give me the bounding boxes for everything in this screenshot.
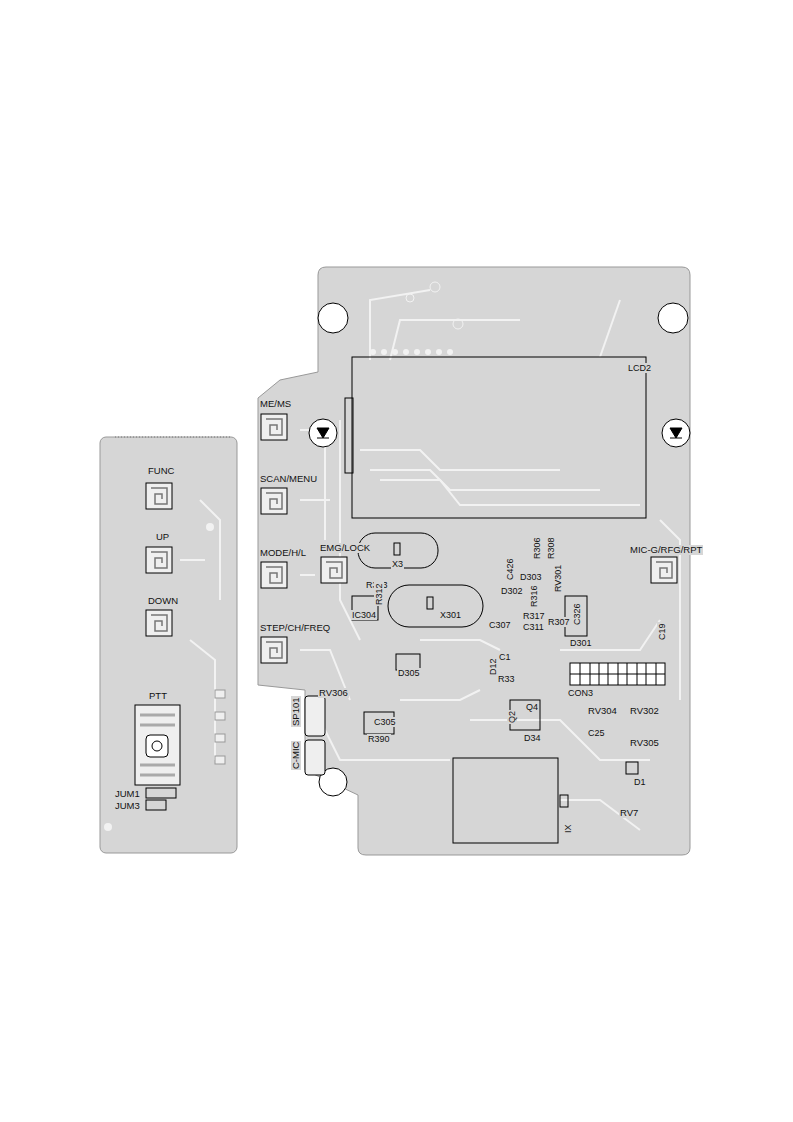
component-label: SCAN/MENU (259, 474, 318, 484)
component-label: C25 (587, 728, 606, 738)
component-label: C326 (572, 602, 582, 626)
component-label: ME/MS (259, 399, 292, 409)
component-label: C426 (505, 557, 515, 581)
component-label: FUNC (147, 466, 175, 476)
component-label: C-MIC (291, 741, 301, 770)
component-label: Q2 (507, 710, 517, 724)
component-label: C311 (522, 622, 545, 632)
component-label: EMG/LOCK (319, 543, 371, 553)
component-label: RV7 (619, 808, 639, 818)
component-label: RV304 (587, 706, 618, 716)
component-label: R317 (522, 611, 546, 621)
component-label: DOWN (147, 596, 179, 606)
component-label: PTT (148, 691, 168, 701)
component-label: JUM1 (114, 789, 141, 799)
component-label: Q4 (525, 702, 539, 712)
component-label: R307 (547, 617, 571, 627)
component-label: JUM3 (114, 801, 141, 811)
component-label: D1 (633, 777, 647, 787)
component-label: D303 (519, 572, 543, 582)
component-label: C305 (373, 717, 397, 727)
component-label: MIC-G/RFG/RPT (629, 545, 703, 555)
component-label: RV305 (629, 738, 660, 748)
component-label: R306 (532, 536, 542, 560)
component-label: R312 (374, 582, 384, 606)
component-label: D302 (500, 586, 524, 596)
component-label: R308 (546, 536, 556, 560)
component-label: R316 (529, 584, 539, 608)
component-label: RV301 (553, 564, 563, 593)
component-label: R33 (497, 674, 516, 684)
component-label: SP101 (291, 696, 301, 727)
component-label: STEP/CH/FREQ (259, 623, 331, 633)
component-label: IX (563, 823, 573, 834)
component-label: D34 (523, 733, 542, 743)
component-label: C1 (498, 652, 512, 662)
component-label: X301 (439, 610, 462, 620)
component-label: C307 (488, 620, 512, 630)
component-label: UP (155, 532, 170, 542)
component-label: RV302 (629, 706, 660, 716)
component-label: X3 (391, 559, 404, 569)
component-label: IC304 (351, 610, 377, 620)
component-label: D305 (397, 668, 421, 678)
component-label: CON3 (567, 688, 594, 698)
component-label: MODE/H/L (259, 548, 307, 558)
component-label: RV306 (318, 688, 349, 698)
component-label: LCD2 (627, 363, 652, 373)
component-label: R390 (367, 734, 391, 744)
component-label: C19 (657, 622, 667, 641)
component-label: D301 (569, 638, 593, 648)
